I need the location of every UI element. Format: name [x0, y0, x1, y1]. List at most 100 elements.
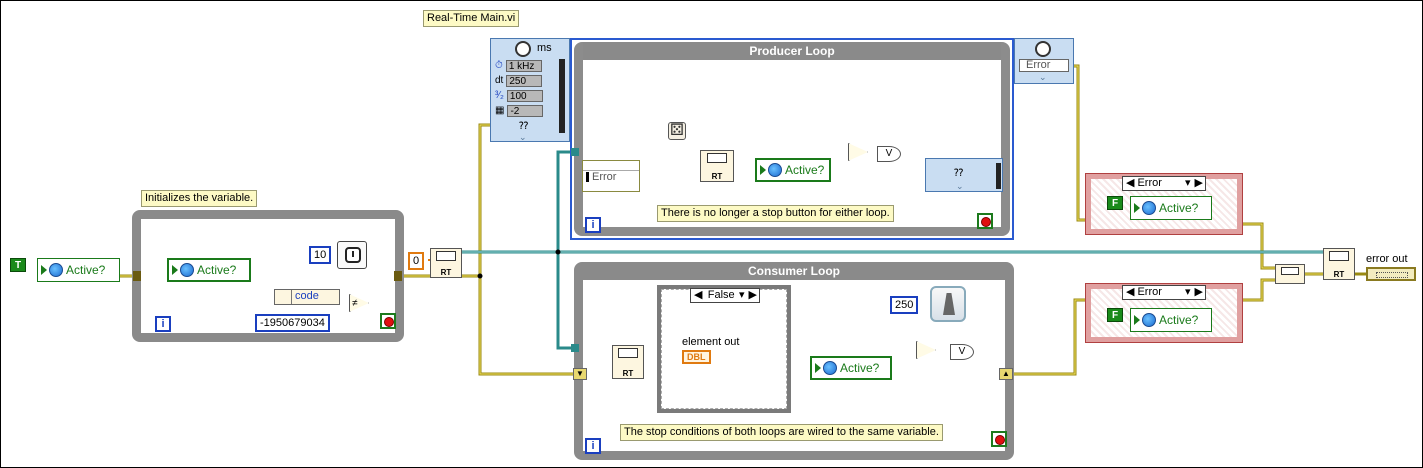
fifo-icon: [618, 348, 638, 358]
chevron-down-icon: ⌄: [956, 181, 964, 191]
dbl-indicator[interactable]: DBL: [682, 350, 711, 364]
fifo-delete-icon: [1329, 251, 1349, 261]
read-arrow-icon: [172, 265, 178, 275]
timed-offset-value: 100: [506, 89, 543, 102]
producer-error-const[interactable]: Error: [582, 160, 640, 192]
case-next-icon[interactable]: ▶: [748, 289, 757, 301]
producer-error-label: Error: [592, 171, 617, 183]
shift-register-left: ▼: [573, 368, 587, 380]
comment-stop-conditions: The stop conditions of both loops are wi…: [620, 424, 943, 441]
timed-row-processor: ▦-2: [495, 104, 544, 117]
wait-until-next-multiple-icon[interactable]: [930, 286, 966, 322]
queue-size-constant[interactable]: 0: [408, 252, 425, 270]
network-variable-icon: [1142, 313, 1156, 327]
network-variable-icon: [180, 263, 194, 277]
false-constant-bottom[interactable]: F: [1107, 308, 1123, 322]
merge-errors[interactable]: [1275, 264, 1305, 284]
error-out-label: error out: [1366, 253, 1408, 265]
case-selector-label: False: [707, 289, 735, 301]
error-case-selector-bottom[interactable]: ◀ Error ▾ ▶: [1122, 285, 1206, 300]
network-variable-icon: [823, 361, 837, 375]
shared-variable-label: Active?: [1159, 201, 1199, 215]
case-next-icon[interactable]: ▶: [1194, 177, 1203, 189]
timed-loop-output-node[interactable]: Error ⌄: [1014, 38, 1074, 84]
producer-output-placeholder: ⁇: [954, 168, 964, 179]
network-variable-icon: [768, 163, 782, 177]
write-arrow-icon: [1134, 315, 1140, 325]
shared-variable-label: Active?: [785, 163, 825, 177]
shared-variable-write-init[interactable]: Active?: [37, 258, 120, 282]
case-dropdown-icon[interactable]: ▾: [739, 289, 745, 301]
producer-timed-loop-frame: [570, 38, 1014, 240]
error-out-indicator[interactable]: [1366, 267, 1416, 281]
error-case-label: Error: [1137, 177, 1162, 189]
timed-source-value: 1 kHz: [505, 59, 542, 72]
clock-icon: [1035, 41, 1051, 57]
false-constant-top[interactable]: F: [1107, 196, 1123, 210]
timed-placeholder: ⁇: [519, 121, 529, 132]
consumer-iteration-terminal: i: [585, 438, 601, 454]
producer-stop-terminal-icon[interactable]: [977, 213, 993, 229]
true-constant[interactable]: T: [10, 258, 26, 272]
read-arrow-icon: [815, 363, 821, 373]
producer-queue-tunnel: [571, 148, 579, 156]
read-arrow-icon: [760, 165, 766, 175]
comment-initializes: Initializes the variable.: [141, 190, 258, 207]
loop-tunnel-right: [394, 271, 402, 281]
timed-dt-value: 250: [506, 74, 543, 87]
shared-variable-read-producer[interactable]: Active?: [755, 158, 831, 182]
fifo-rt-label: RT: [1333, 270, 1345, 279]
network-variable-icon: [1142, 201, 1156, 215]
vi-title-label: Real-Time Main.vi: [423, 10, 520, 27]
case-dropdown-icon[interactable]: ▾: [1185, 177, 1191, 189]
or-gate-consumer[interactable]: V: [950, 344, 974, 360]
shared-variable-label: Active?: [1159, 313, 1199, 327]
obtain-rt-fifo[interactable]: RT: [430, 248, 462, 278]
cluster-body: Error: [583, 171, 616, 183]
wait-multiple-constant[interactable]: 250: [890, 296, 919, 314]
consumer-loop-title: Consumer Loop: [583, 262, 1005, 280]
shared-variable-read-init[interactable]: Active?: [167, 258, 251, 282]
wait-ms-function[interactable]: [337, 241, 367, 269]
random-number-dice-icon[interactable]: [668, 120, 686, 140]
cluster-bar-icon: [586, 172, 589, 182]
producer-loop-title: Producer Loop: [583, 42, 1001, 60]
wait-ms-constant[interactable]: 10: [309, 246, 332, 264]
shared-variable-write-top[interactable]: Active?: [1130, 196, 1212, 220]
case-prev-icon[interactable]: ◀: [694, 289, 703, 301]
rt-fifo-write[interactable]: RT: [700, 150, 734, 182]
case-prev-icon[interactable]: ◀: [1126, 286, 1135, 298]
timed-unit: ms: [537, 42, 552, 54]
release-rt-fifo[interactable]: RT: [1323, 248, 1355, 280]
case-dropdown-icon[interactable]: ▾: [1185, 286, 1191, 298]
consumer-stop-terminal-icon[interactable]: [991, 431, 1007, 447]
timed-row-source: ⏱1 kHz: [495, 59, 542, 72]
fifo-icon: [707, 153, 727, 163]
output-scroll-bar: [996, 163, 1001, 189]
case-next-icon[interactable]: ▶: [1194, 286, 1203, 298]
case-prev-icon[interactable]: ◀: [1126, 177, 1135, 189]
iteration-terminal: i: [155, 316, 171, 332]
case-structure: [657, 285, 791, 413]
network-variable-icon: [49, 263, 63, 277]
element-out-label: element out: [682, 336, 740, 348]
or-gate-producer[interactable]: V: [877, 146, 901, 162]
unbundle-error-code[interactable]: code: [274, 289, 340, 305]
producer-output-node[interactable]: ⁇ ⌄: [925, 158, 1003, 192]
shared-variable-read-consumer[interactable]: Active?: [810, 356, 892, 380]
case-selector[interactable]: ◀ False ▾ ▶: [690, 288, 760, 303]
shared-variable-write-bottom[interactable]: Active?: [1130, 308, 1212, 332]
shared-variable-label: Active?: [66, 263, 106, 277]
producer-loop: Producer Loop i: [574, 42, 1010, 236]
fifo-rt-label: RT: [622, 369, 634, 378]
clock-icon: [515, 41, 531, 57]
code-label: code: [295, 290, 319, 302]
rt-fifo-read[interactable]: RT: [612, 345, 644, 379]
error-code-constant[interactable]: -1950679034: [255, 314, 330, 332]
stop-terminal-icon: [380, 313, 396, 329]
consumer-queue-tunnel: [571, 344, 579, 352]
error-case-selector-top[interactable]: ◀ Error ▾ ▶: [1122, 176, 1206, 191]
